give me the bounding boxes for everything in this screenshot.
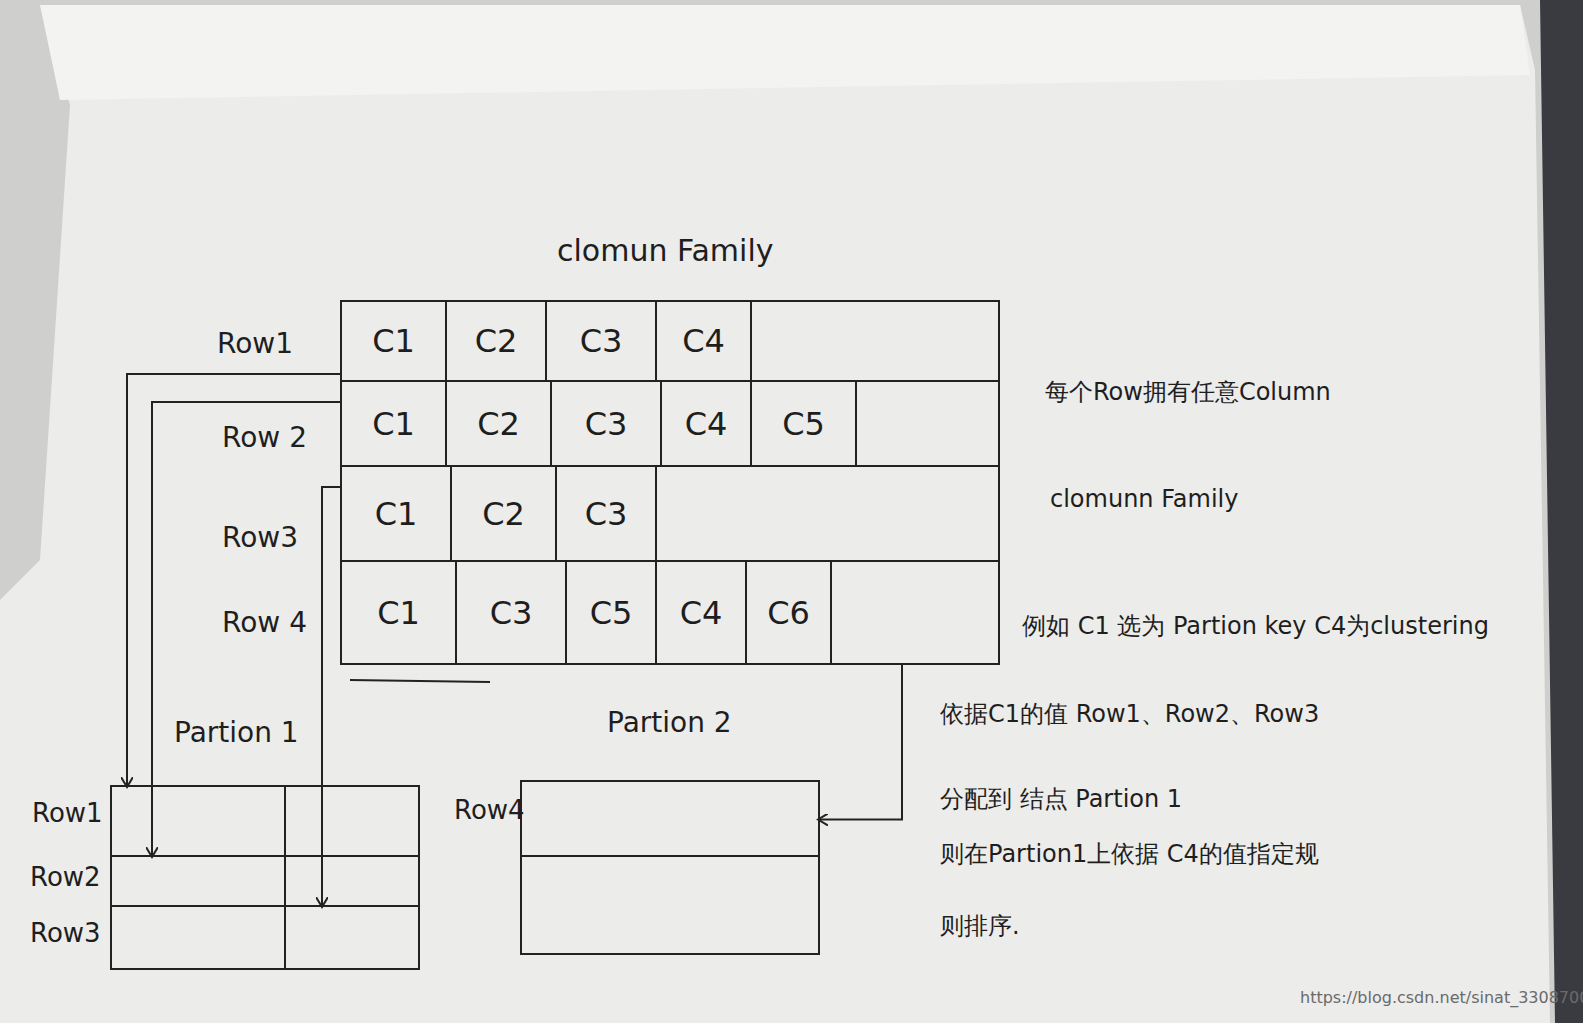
partition-column-line: [284, 787, 286, 968]
note-text: 则在Partion1上依据 C4的值指定规: [940, 840, 1319, 869]
column-name: C2: [447, 302, 545, 380]
partition-label: Partion 1: [174, 717, 299, 749]
row-label: Row 2: [222, 422, 307, 454]
paper-binding: [40, 5, 1530, 100]
desk-edge: [1540, 0, 1583, 1023]
row-box: Row2: [112, 857, 418, 907]
column-name: C1: [342, 382, 445, 465]
row-box: Row1: [112, 787, 418, 857]
column-name: C4: [662, 382, 750, 465]
row-label: Row3: [222, 522, 298, 554]
row-box: Row1C1C2C3C4: [342, 302, 998, 382]
table-underline: [350, 680, 490, 682]
column-cell: C3: [547, 302, 657, 380]
column-cell: C6: [747, 562, 832, 663]
assignment-arrow: [127, 374, 342, 787]
partition-box: Partion 1Row1Row2Row3: [110, 785, 420, 970]
column-name: C4: [657, 562, 745, 663]
row-box: Row3: [112, 907, 418, 968]
note-text: 例如 C1 选为 Partion key C4为clustering: [1022, 612, 1489, 641]
column-cell: C5: [752, 382, 857, 465]
table-title: clomun Family: [557, 234, 774, 269]
note-text: 每个Row拥有任意Column: [1045, 378, 1331, 407]
column-name: C1: [342, 467, 450, 560]
row-box: Row 4C1C3C5C4C6: [342, 562, 998, 663]
column-name: C1: [342, 302, 445, 380]
column-name: C5: [567, 562, 655, 663]
column-cell: C4: [662, 382, 752, 465]
column-cell: C3: [552, 382, 662, 465]
paper-page: [0, 5, 1550, 1023]
column-cell: C3: [457, 562, 567, 663]
note-text: 则排序.: [940, 912, 1020, 941]
column-name: C6: [747, 562, 830, 663]
column-cell: C4: [657, 302, 752, 380]
assignment-arrow: [818, 663, 902, 820]
column-name: C3: [557, 467, 655, 560]
column-name: C3: [547, 302, 655, 380]
column-name: C2: [452, 467, 555, 560]
row-label: Row2: [30, 863, 101, 893]
row-label: Row1: [32, 799, 103, 829]
column-name: C4: [657, 302, 750, 380]
column-cell: C2: [447, 382, 552, 465]
column-cell: C2: [447, 302, 547, 380]
column-name: C5: [752, 382, 855, 465]
column-cell: C4: [657, 562, 747, 663]
assignment-arrow: [152, 402, 342, 857]
watermark: https://blog.csdn.net/sinat_33087001: [1300, 988, 1583, 1007]
column-family-table: clomun FamilyRow1C1C2C3C4Row 2C1C2C3C4C5…: [340, 300, 1000, 665]
row-label: Row1: [217, 328, 293, 360]
column-name: C2: [447, 382, 550, 465]
partition-label: Partion 2: [607, 707, 732, 739]
partition-box: Partion 2Row4: [520, 780, 820, 955]
column-name: C3: [457, 562, 565, 663]
column-name: C3: [552, 382, 660, 465]
column-cell: C1: [342, 382, 447, 465]
row-box: Row4: [522, 782, 818, 857]
row-box: Row 2C1C2C3C4C5: [342, 382, 998, 467]
note-text: 依据C1的值 Row1、Row2、Row3: [940, 700, 1319, 729]
row-label: Row 4: [222, 607, 307, 639]
note-text: 分配到 结点 Partion 1: [940, 785, 1182, 814]
column-name: C1: [342, 562, 455, 663]
row-label: Row3: [30, 919, 101, 949]
row-label: Row4: [454, 796, 525, 826]
assignment-arrow: [322, 487, 342, 907]
column-cell: C1: [342, 302, 447, 380]
column-cell: C3: [557, 467, 657, 560]
note-text: clomunn Family: [1050, 485, 1238, 514]
column-cell: C5: [567, 562, 657, 663]
column-cell: C1: [342, 562, 457, 663]
column-cell: C2: [452, 467, 557, 560]
column-cell: C1: [342, 467, 452, 560]
row-box: Row3C1C2C3: [342, 467, 998, 562]
